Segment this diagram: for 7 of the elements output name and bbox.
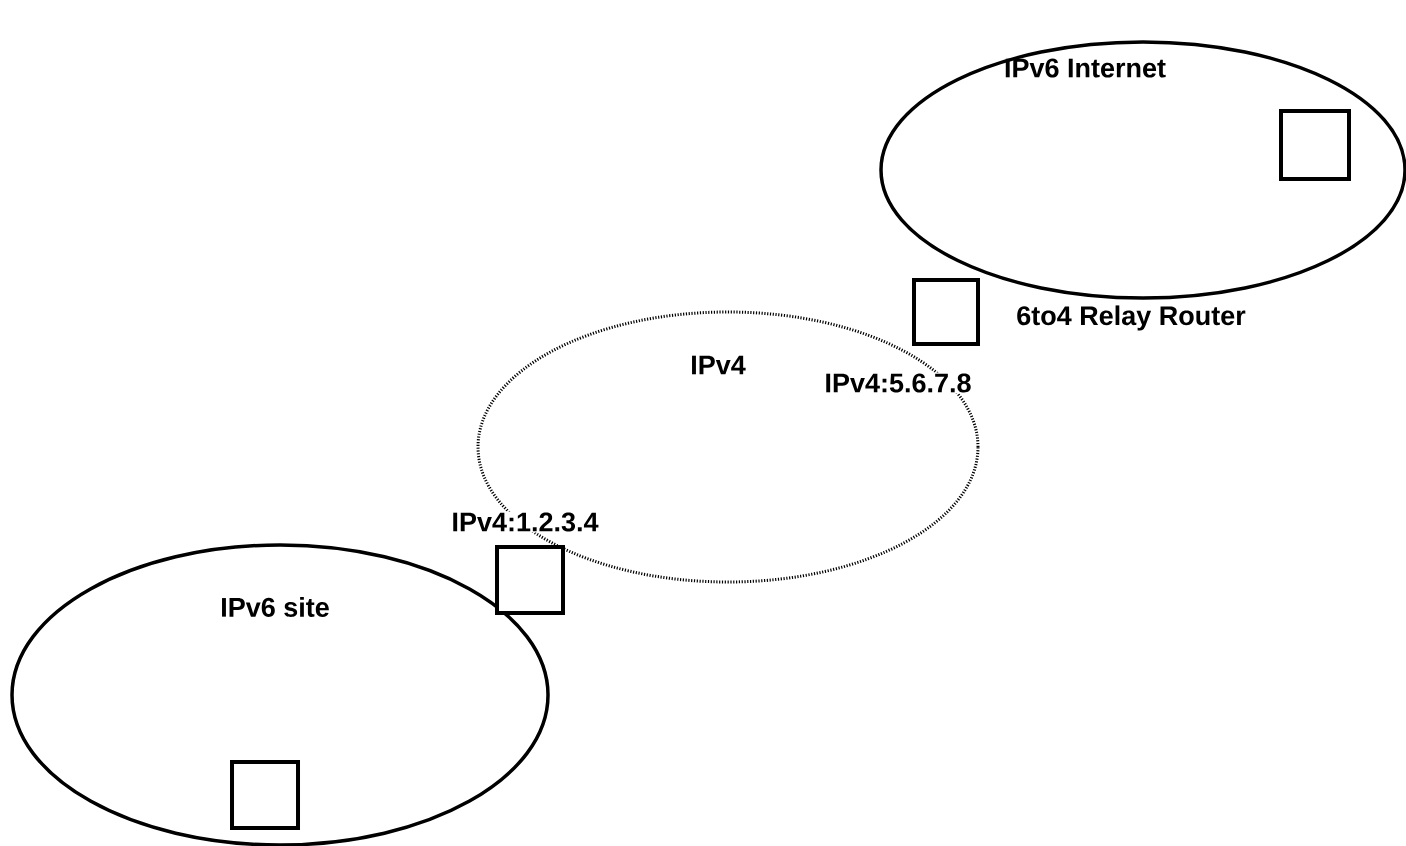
router-box (1279, 109, 1351, 181)
address-label: IPv4:5.6.7.8 (823, 372, 973, 394)
router-label: 6to4 Relay Router (1017, 305, 1246, 331)
router-box (495, 545, 565, 615)
address-label: IPv4:1.2.3.4 (450, 511, 600, 533)
router-box (230, 760, 300, 830)
router-box (912, 278, 980, 346)
